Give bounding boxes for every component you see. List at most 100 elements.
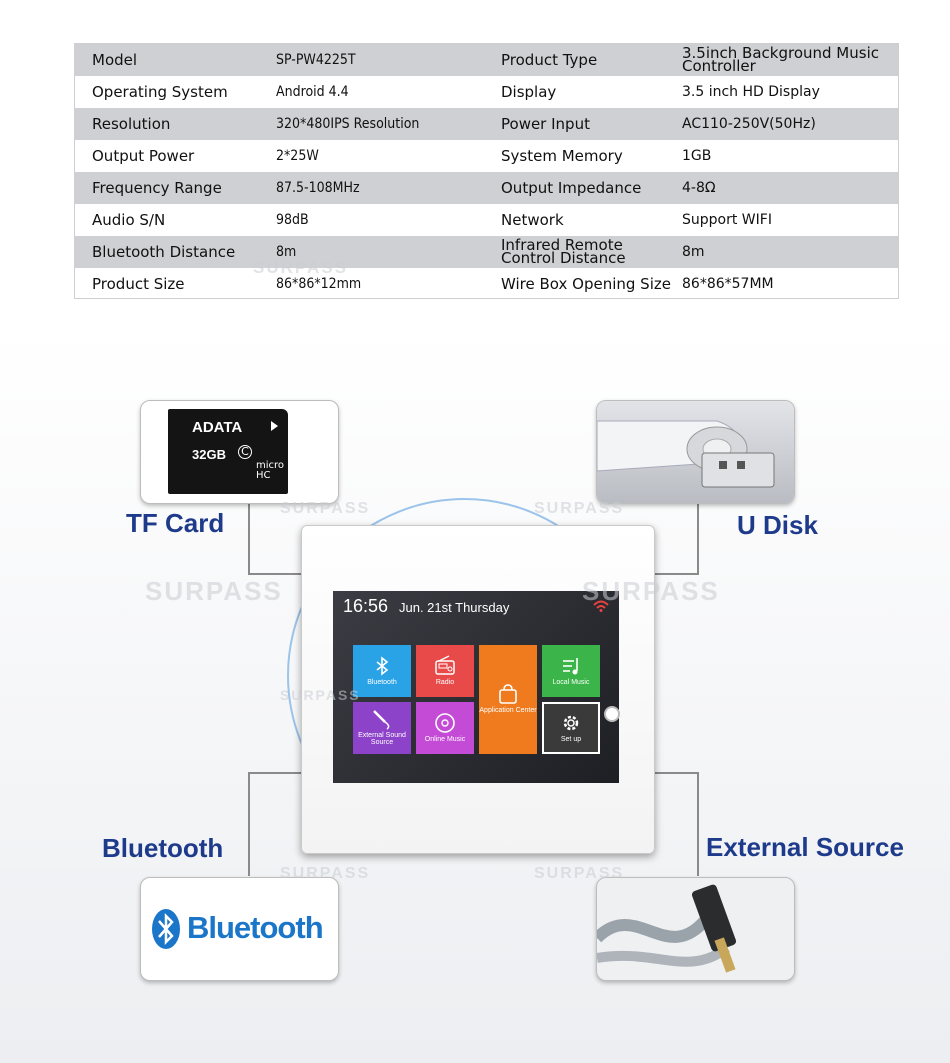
- tile-radio[interactable]: Radio: [416, 645, 474, 697]
- spec-label: Product Type: [501, 50, 598, 69]
- spec-table: Model SP-PW4225T Product Type 3.5inch Ba…: [74, 43, 899, 299]
- spec-value: Support WIFI: [682, 211, 772, 228]
- watermark: SURPASS: [582, 576, 720, 606]
- spec-label: Product Size: [92, 274, 185, 293]
- tile-label: Set up: [560, 736, 582, 743]
- spec-label: Wire Box Opening Size: [501, 274, 671, 293]
- tile-external-sound-source[interactable]: External Sound Source: [353, 702, 411, 754]
- tile-label: Online Music: [424, 736, 466, 743]
- spec-value: 86*86*57MM: [682, 275, 774, 292]
- radio-icon: [435, 655, 455, 675]
- card-brand: ADATA: [192, 419, 243, 436]
- watermark: SURPASS: [145, 576, 283, 606]
- home-button[interactable]: [604, 706, 620, 722]
- spec-label: Model: [92, 50, 138, 69]
- tile-label: Radio: [435, 679, 455, 686]
- spec-value: 87.5-108MHz: [276, 179, 360, 196]
- spec-label: Frequency Range: [92, 178, 222, 197]
- spec-value: 2*25W: [276, 147, 319, 164]
- tile-label: Application Center: [479, 707, 537, 714]
- watermark: SURPASS: [280, 687, 361, 703]
- spec-row: Frequency Range 87.5-108MHz Output Imped…: [75, 172, 898, 204]
- bluetooth-label: Bluetooth: [102, 833, 224, 863]
- connector-line: [248, 772, 302, 774]
- spec-value: SP-PW4225T: [276, 51, 356, 68]
- spec-label: Network: [501, 210, 564, 229]
- spec-label: Infrared Remote Control Distance: [501, 236, 626, 267]
- connector-line: [697, 502, 699, 575]
- spec-row: Resolution 320*480IPS Resolution Power I…: [75, 108, 898, 140]
- spec-label: Display: [501, 82, 557, 101]
- spec-label: System Memory: [501, 146, 623, 165]
- bluetooth-icon: [152, 909, 180, 949]
- spec-label: Bluetooth Distance: [92, 242, 236, 261]
- tf-card-label: TF Card: [126, 508, 225, 538]
- audio-jack-icon: [373, 710, 390, 730]
- spec-label: Operating System: [92, 82, 228, 101]
- connector-line: [248, 772, 250, 876]
- spec-label: Output Power: [92, 146, 195, 165]
- spec-value: 8m: [682, 243, 705, 260]
- spec-row: Product Size 86*86*12mm Wire Box Opening…: [75, 268, 898, 300]
- audio-cable-image: [596, 877, 795, 981]
- spec-value: AC110-250V(50Hz): [682, 115, 816, 132]
- card-arrow-icon: [271, 421, 278, 431]
- spec-value: 4-8Ω: [682, 179, 716, 196]
- tile-label: Local Music: [552, 679, 590, 686]
- card-class-icon: C: [238, 445, 252, 459]
- spec-value: 320*480IPS Resolution: [276, 115, 420, 132]
- disc-icon: [435, 713, 455, 733]
- clock-time: 16:56: [343, 596, 389, 616]
- status-bar: 16:56 Jun. 21st Thursday: [333, 591, 619, 621]
- spec-label: Power Input: [501, 114, 590, 133]
- bluetooth-icon: [376, 656, 389, 676]
- watermark: SURPASS: [253, 258, 348, 277]
- tile-application-center[interactable]: Application Center: [479, 645, 537, 754]
- spec-label: Audio S/N: [92, 210, 166, 229]
- tile-local-music[interactable]: Local Music: [542, 645, 600, 697]
- spec-value: 98dB: [276, 211, 309, 228]
- shopping-bag-icon: [499, 684, 517, 704]
- watermark: SURPASS: [534, 500, 625, 517]
- connector-line: [697, 772, 699, 876]
- tile-set-up[interactable]: Set up: [542, 702, 600, 754]
- clock-date: Jun. 21st Thursday: [399, 600, 510, 615]
- spec-value: 86*86*12mm: [276, 275, 362, 292]
- usb-drive-icon: [597, 420, 775, 488]
- spec-value: 3.5 inch HD Display: [682, 83, 820, 100]
- card-capacity: 32GB: [192, 447, 226, 462]
- spec-row: Operating System Android 4.4 Display 3.5…: [75, 76, 898, 108]
- spec-value: 1GB: [682, 147, 712, 164]
- spec-row: Output Power 2*25W System Memory 1GB: [75, 140, 898, 172]
- usb-drive-image: [596, 400, 795, 504]
- watermark: SURPASS: [534, 865, 625, 882]
- spec-value: 3.5inch Background Music Controller: [682, 44, 879, 75]
- spec-row: Model SP-PW4225T Product Type 3.5inch Ba…: [75, 44, 898, 76]
- wifi-icon: [593, 600, 609, 612]
- tile-bluetooth[interactable]: Bluetooth: [353, 645, 411, 697]
- connector-line: [652, 772, 699, 774]
- watermark: SURPASS: [280, 500, 371, 517]
- gear-icon: [563, 715, 579, 731]
- external-source-label: External Source: [706, 832, 904, 862]
- connector-line: [652, 573, 699, 575]
- connector-line: [248, 573, 302, 575]
- spec-value: Android 4.4: [276, 83, 349, 100]
- spec-row: Audio S/N 98dB Network Support WIFI: [75, 204, 898, 236]
- bluetooth-logo-text: Bluetooth: [187, 910, 324, 945]
- watermark: SURPASS: [280, 865, 371, 882]
- spec-label: Output Impedance: [501, 178, 642, 197]
- tile-label: External Sound Source: [358, 732, 406, 746]
- bluetooth-logo-image: Bluetooth: [140, 877, 339, 981]
- device-screen: 16:56 Jun. 21st Thursday Bluetooth Radio…: [333, 591, 619, 783]
- tile-online-music[interactable]: Online Music: [416, 702, 474, 754]
- spec-row: Bluetooth Distance 8m Infrared Remote Co…: [75, 236, 898, 268]
- spec-value: 8m: [276, 243, 297, 260]
- tile-label: Bluetooth: [367, 679, 397, 686]
- u-disk-label: U Disk: [737, 510, 818, 540]
- audio-jack-cable-icon: [597, 884, 737, 973]
- music-list-icon: [563, 658, 578, 675]
